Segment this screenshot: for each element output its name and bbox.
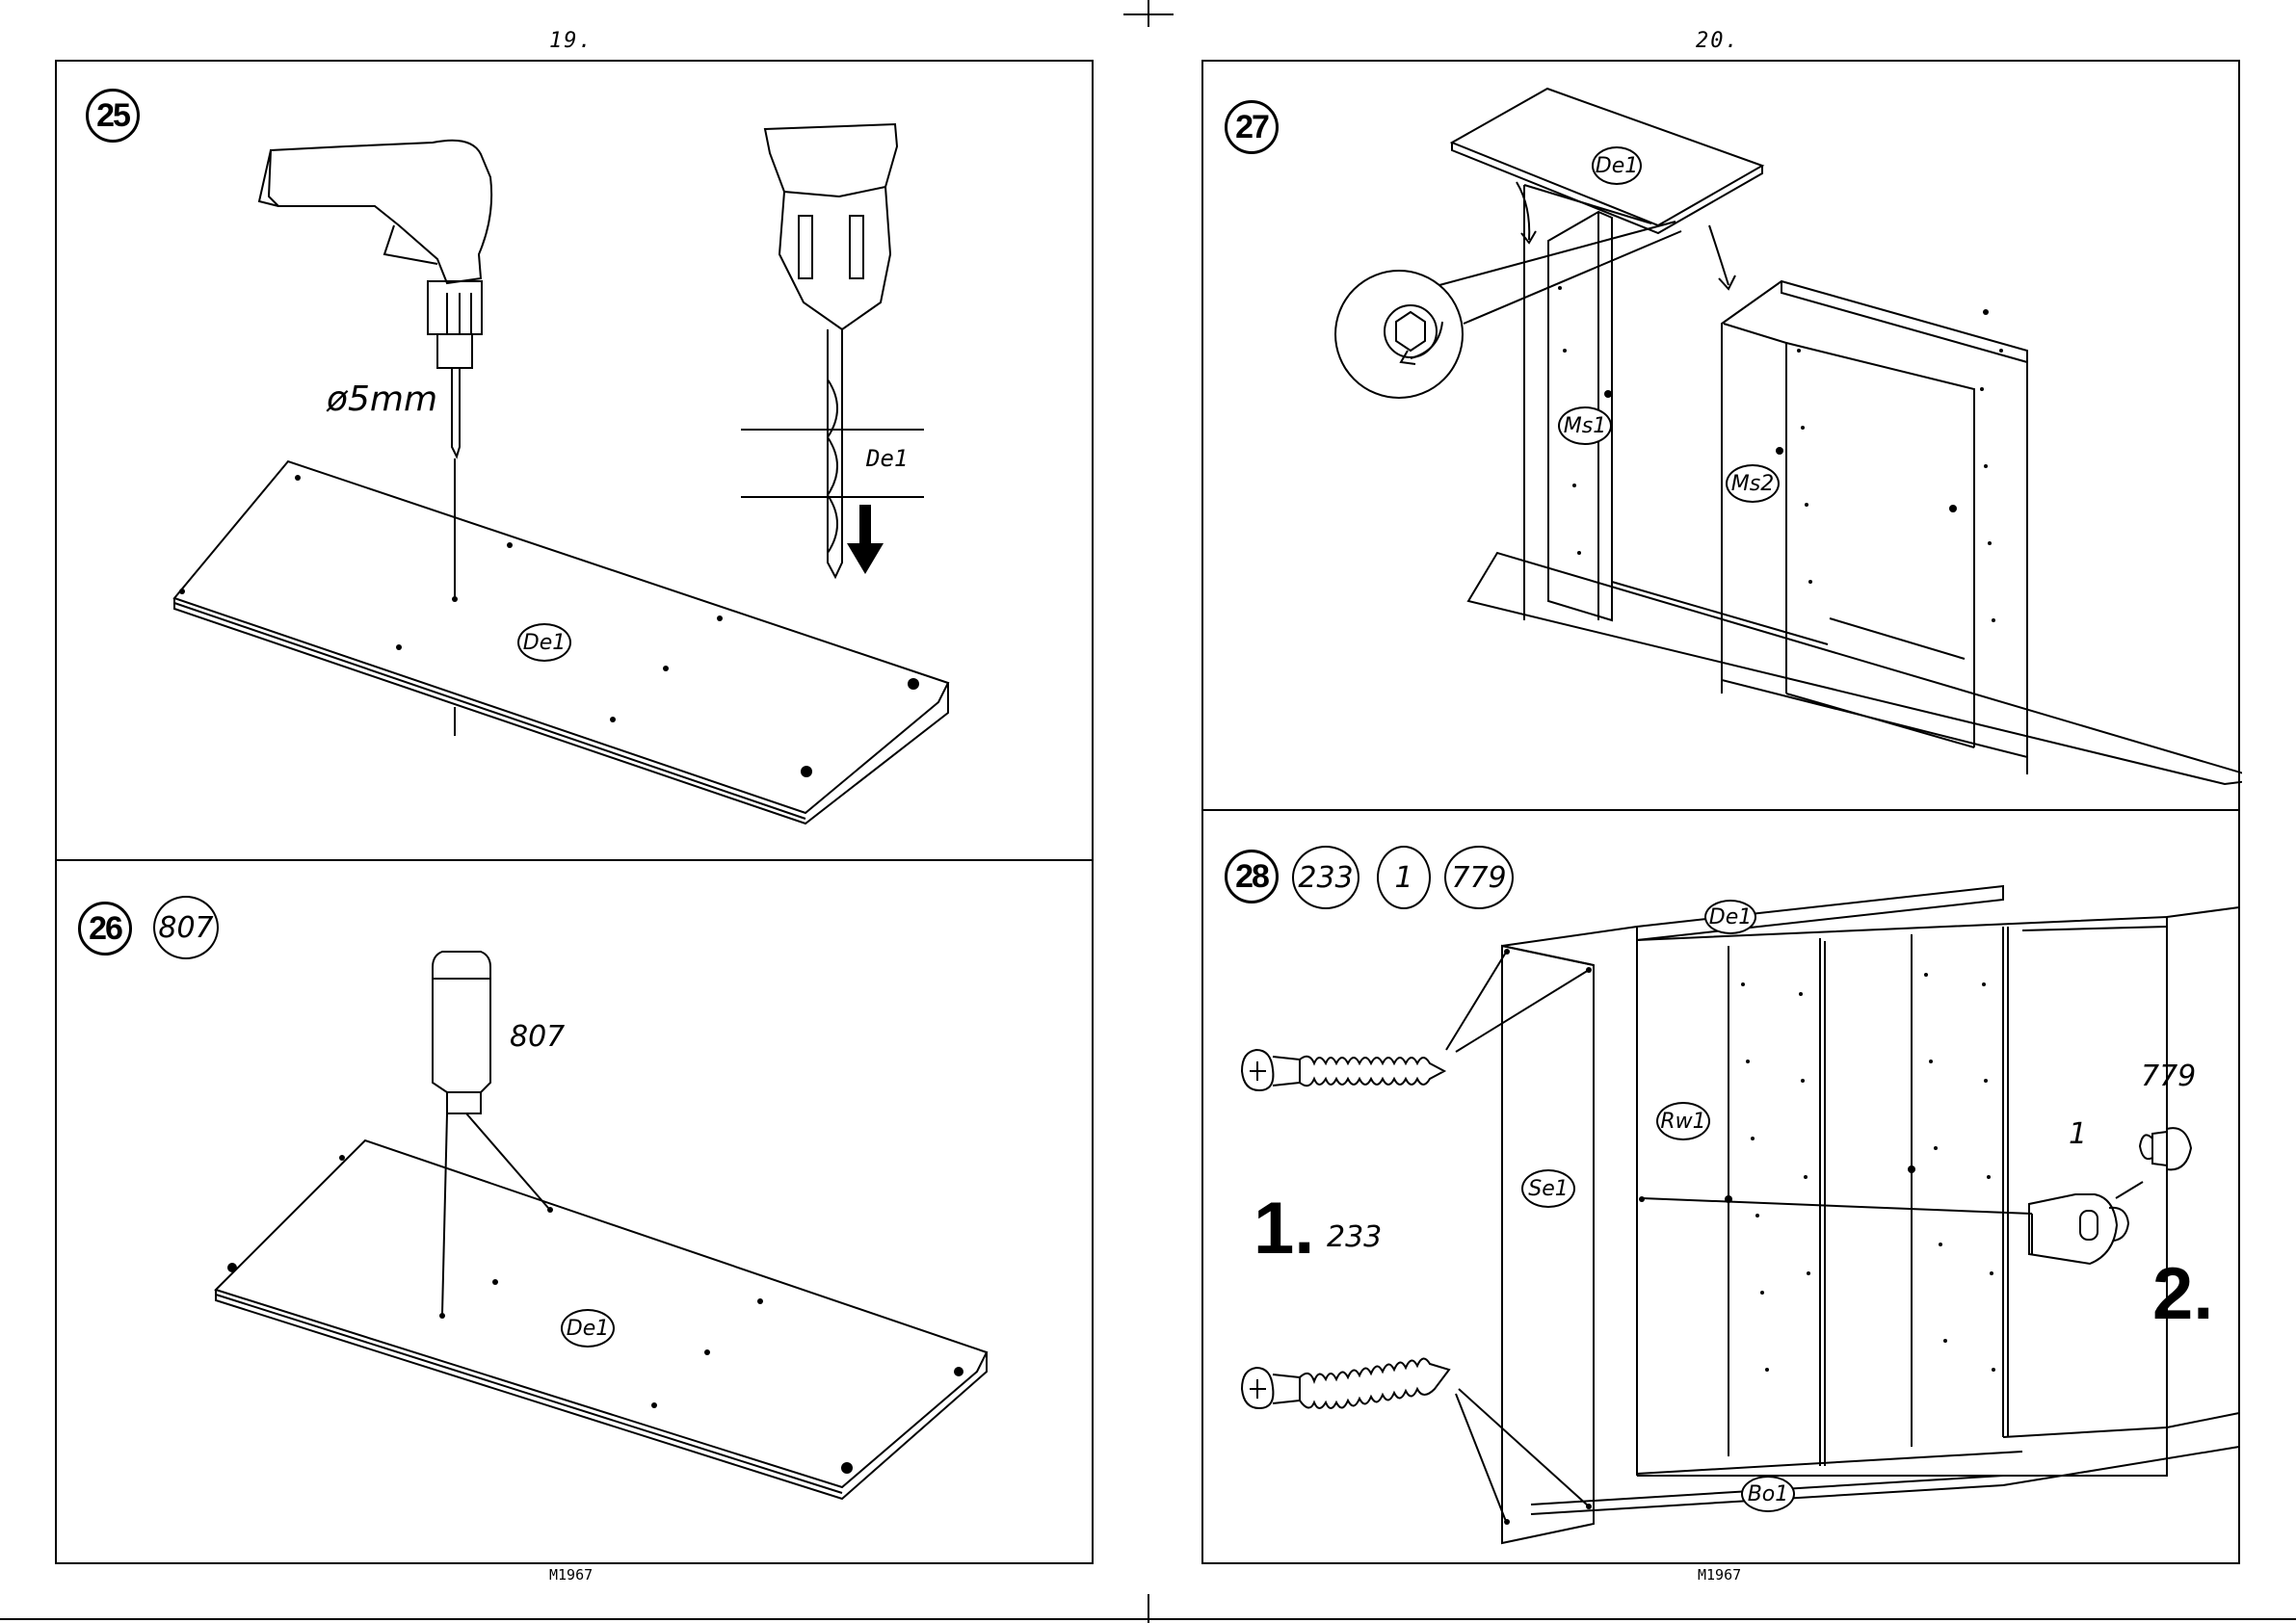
wooden-dowel-icon [433, 952, 490, 1113]
down-arrow-icon [847, 543, 884, 574]
step-2-number: 2. [2152, 1252, 2213, 1336]
footer-left: M1967 [549, 1566, 593, 1584]
top-panel-de1-label: De1 [1704, 900, 1756, 934]
step-25-number: 25 [86, 89, 140, 143]
top-panel-de1-label: De1 [1592, 146, 1642, 185]
part-badge-779: 779 [1444, 846, 1514, 909]
step-26-panel: 26 807 807 De1 [55, 859, 1094, 1564]
side-panel-ms2-label: Ms2 [1726, 464, 1780, 503]
step-27-illustration [1203, 62, 2242, 813]
page-number-left: 19. [549, 29, 594, 53]
bottom-panel-bo1-label: Bo1 [1741, 1476, 1795, 1512]
step-26-illustration [57, 861, 1095, 1566]
drill-size-label: ø5mm [327, 380, 437, 419]
hardware-779-label: 779 [2141, 1060, 2196, 1093]
part-badge-807: 807 [153, 896, 219, 959]
step-25-panel: 25 ø5mm De1 De1 [55, 60, 1094, 861]
board-de1-label: De1 [561, 1309, 615, 1348]
side-panel-se1 [1502, 946, 1594, 1543]
part-badge-1: 1 [1377, 846, 1431, 909]
drill-chuck-icon [765, 124, 897, 196]
step-28-panel: 28 233 1 779 De1 Rw1 Se1 Bo1 1. 233 2. 1… [1201, 809, 2240, 1564]
step-25-illustration [57, 62, 1095, 863]
step-1-part-label: 233 [1327, 1220, 1382, 1254]
step-28-number: 28 [1225, 850, 1279, 903]
bottom-rule [0, 1618, 2296, 1620]
side-panel-ms2 [1724, 324, 1786, 694]
step-26-number: 26 [78, 902, 132, 955]
hardware-1-label: 1 [2069, 1117, 2087, 1151]
part-badge-233: 233 [1292, 846, 1359, 909]
side-panel-ms1-label: Ms1 [1558, 406, 1612, 445]
cap-779-icon [2152, 1132, 2167, 1165]
drill-icon [269, 141, 491, 283]
bracket-1-icon [2029, 1194, 2117, 1264]
step-27-panel: 27 De1 Ms1 Ms2 [1201, 60, 2240, 811]
step-1-number: 1. [1254, 1187, 1314, 1270]
page-number-right: 20. [1696, 29, 1740, 53]
step-27-number: 27 [1225, 100, 1279, 154]
drill-depth-part-label: De1 [866, 445, 908, 472]
crop-mark-top-h [1123, 13, 1174, 15]
back-panel-rw1 [1637, 917, 2167, 1476]
back-panel-rw1-label: Rw1 [1656, 1102, 1710, 1140]
board-de1-label: De1 [517, 623, 571, 662]
side-panel-se1-label: Se1 [1521, 1169, 1575, 1208]
footer-right: M1967 [1698, 1566, 1741, 1584]
dowel-label-807: 807 [510, 1020, 565, 1054]
